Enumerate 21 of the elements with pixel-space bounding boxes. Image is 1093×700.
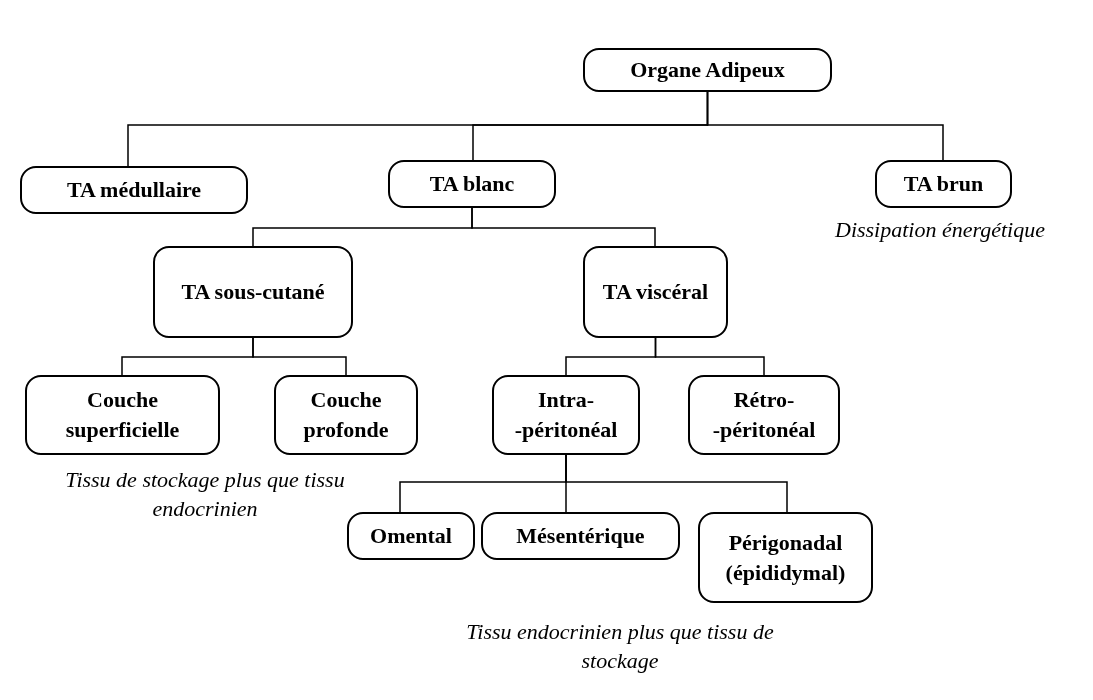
tree-node-box: TA blanc [388,160,556,208]
tree-node-box: Mésentérique [481,512,680,560]
tree-node-box: TA viscéral [583,246,728,338]
tree-node-box: Couche superficielle [25,375,220,455]
tree-node-box: TA sous-cutané [153,246,353,338]
tree-node-box: Couche profonde [274,375,418,455]
tree-node-box: Omental [347,512,475,560]
connector-line [471,207,656,247]
tree-node-box: Organe Adipeux [583,48,832,92]
connector-line [706,91,944,161]
node-caption: Dissipation énergétique [834,216,1046,244]
connector-line [565,454,788,513]
tree-node-box: Rétro- -péritonéal [688,375,840,455]
group-note: Tissu endocrinien plus que tissu de stockage [465,618,775,675]
tree-node-box: Périgonadal (épididymal) [698,512,873,603]
connector-line [252,337,347,376]
connector-line [654,337,765,376]
group-note: Tissu de stockage plus que tissu endocrinien [64,466,346,523]
tree-node-box: TA brun [875,160,1012,208]
tree-node-box: TA médullaire [20,166,248,214]
tree-node-box: Intra- -péritonéal [492,375,640,455]
